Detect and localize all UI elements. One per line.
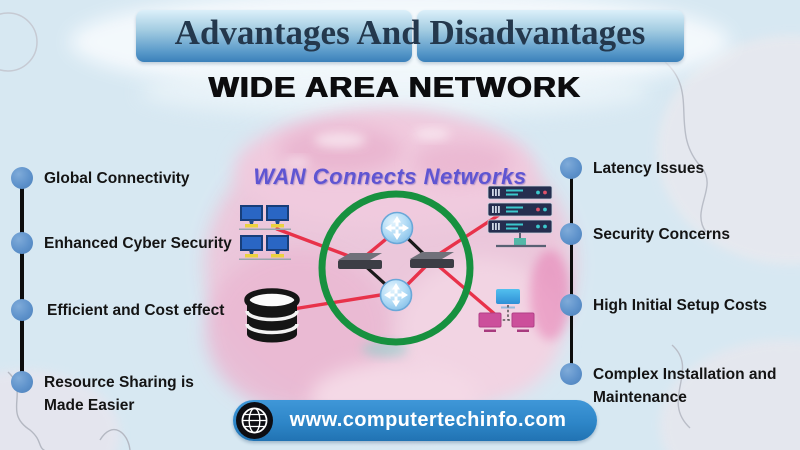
- grey-blob-top-right: [657, 35, 800, 265]
- grey-blob-bottom-right: [660, 340, 800, 450]
- title-banner-right: [417, 10, 684, 62]
- disadvantage-item: Security Concerns: [593, 226, 730, 243]
- wan-boundary-circle: [318, 190, 474, 346]
- advantage-item: Enhanced Cyber Security: [44, 235, 232, 252]
- advantage-bullet-2: [11, 232, 33, 254]
- pink-watercolor-blob: [205, 112, 575, 434]
- disadvantage-item: High Initial Setup Costs: [593, 297, 767, 314]
- website-pill[interactable]: www.computertechinfo.com: [233, 400, 597, 441]
- title-banner-left: [136, 10, 412, 62]
- disadvantage-bullet-2: [560, 223, 582, 245]
- switch-icon: [338, 253, 382, 269]
- router-icon: [380, 211, 414, 245]
- diagram-caption: WAN Connects Networks: [253, 164, 527, 189]
- switch-icon: [410, 252, 454, 268]
- disadvantage-bullet-4: [560, 363, 582, 385]
- advantage-item: Resource Sharing is Made Easier: [44, 374, 194, 414]
- globe-icon: [236, 402, 273, 439]
- advantage-bullet-3: [11, 299, 33, 321]
- disadvantages-connector-line: [569, 168, 573, 376]
- advantages-connector-line: [20, 178, 24, 384]
- lan-segment-icon: [478, 289, 535, 332]
- advantage-item: Global Connectivity: [44, 170, 190, 187]
- disadvantage-item: Latency Issues: [593, 160, 705, 177]
- disadvantage-bullet-3: [560, 294, 582, 316]
- disadvantage-item: Complex Installation and Maintenance: [593, 366, 777, 406]
- workstations-icon: [239, 205, 291, 260]
- server-rack-icon: [487, 185, 553, 248]
- advantage-bullet-4: [11, 371, 33, 393]
- website-url: www.computertechinfo.com: [289, 409, 567, 431]
- advantage-bullet-1: [11, 167, 33, 189]
- page-subtitle: WIDE AREA NETWORK: [208, 72, 582, 104]
- page-title: Advantages And Disadvantages: [174, 13, 646, 52]
- advantage-item: Efficient and Cost effect: [47, 302, 225, 319]
- disadvantage-bullet-1: [560, 157, 582, 179]
- grey-circle-top-left: [0, 12, 38, 72]
- database-icon: [244, 288, 300, 343]
- router-icon: [379, 278, 413, 312]
